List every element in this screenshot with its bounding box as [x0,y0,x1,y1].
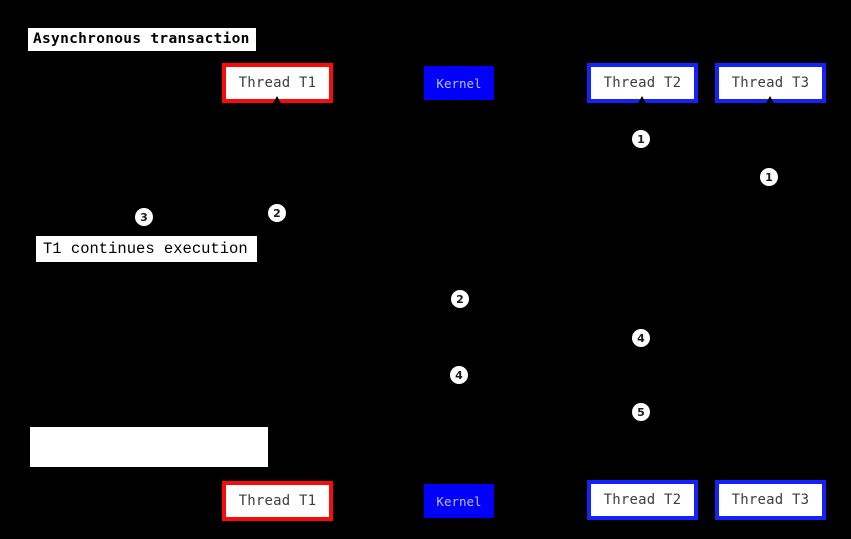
actor-thread-t1-bottom: Thread T1 [222,481,333,521]
actor-thread-t2-bottom: Thread T2 [587,480,698,520]
diagram-title: Asynchronous transaction [28,28,256,51]
actor-kernel-bottom: Kernel [424,484,494,518]
step-marker-4-thread-t2: 4 [632,329,650,347]
step-marker-4-kernel: 4 [450,366,468,384]
note-t1-continues-execution: T1 continues execution [36,236,257,262]
actor-thread-t3-bottom: Thread T3 [715,480,826,520]
actor-kernel-top: Kernel [424,66,494,100]
step-marker-2-thread-t1: 2 [268,204,286,222]
note-empty-box [30,427,268,467]
step-marker-1-thread-t2: 1 [632,130,650,148]
arrowhead-notch-t2-top [637,96,647,105]
arrowhead-notch-t3-top [765,96,775,105]
step-marker-2-kernel: 2 [451,290,469,308]
step-marker-3-thread-t1: 3 [135,208,153,226]
arrowhead-notch-t1-top [272,96,282,105]
step-marker-1-thread-t3: 1 [760,168,778,186]
step-marker-5-thread-t2: 5 [632,403,650,421]
